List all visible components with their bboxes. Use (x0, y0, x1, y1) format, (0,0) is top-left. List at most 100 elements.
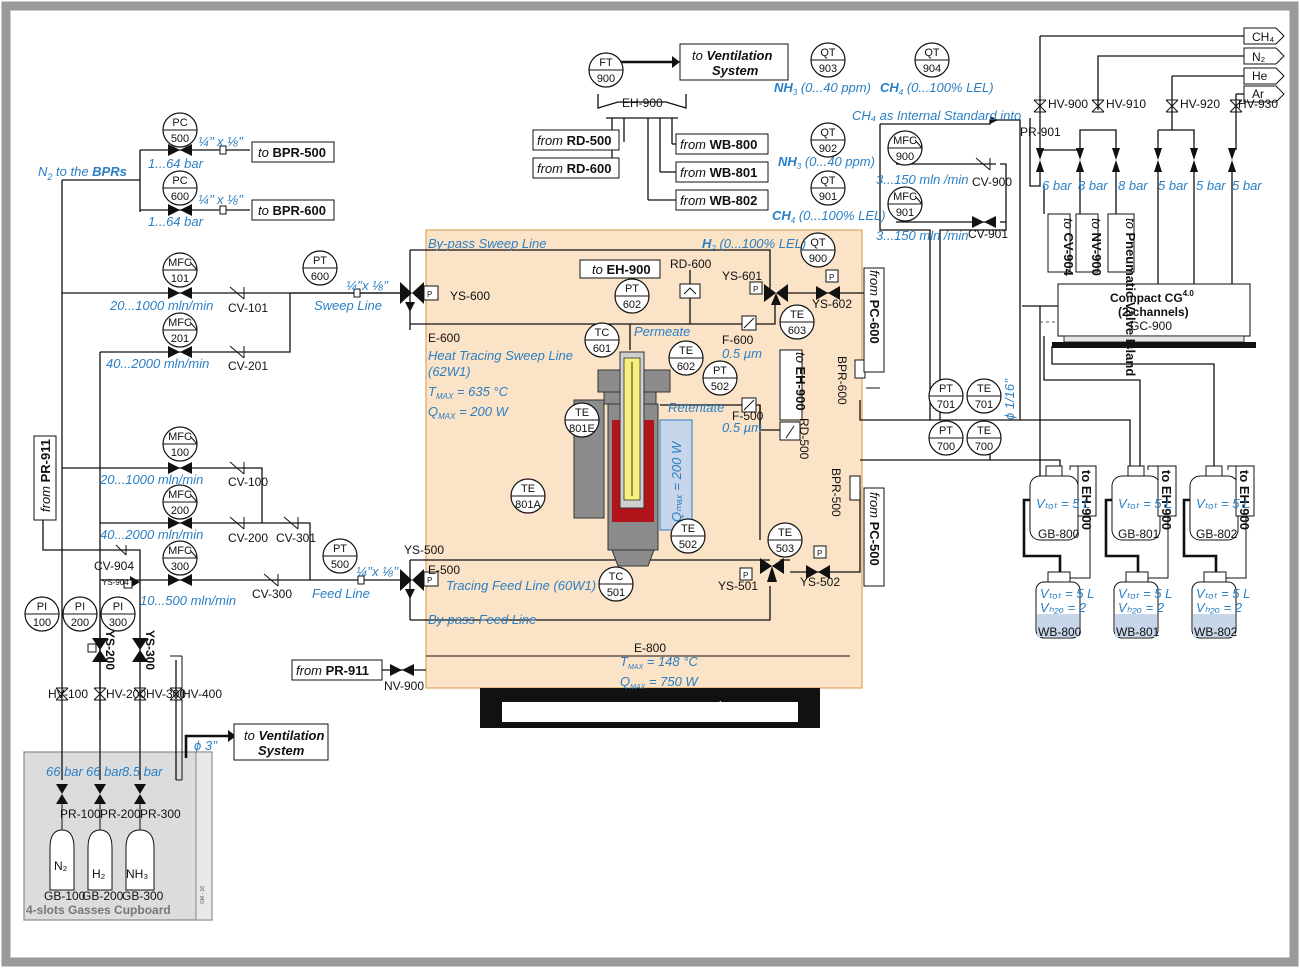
instrument-pi100-number: 100 (33, 617, 51, 629)
vtot-wb802: Vₜₒₜ = 5 L (1196, 586, 1250, 601)
p5bar-b-label: 5 bar (1196, 178, 1226, 193)
instrument-mfc100-number: 100 (171, 447, 189, 459)
from-pr911-vertical: from PR-911 (38, 439, 53, 512)
instrument-pt500-number: 500 (331, 559, 349, 571)
wb801-label: WB-801 (1116, 625, 1160, 639)
instrument-pt500-type: PT (333, 543, 347, 555)
instrument-tc501-number: 501 (607, 587, 625, 599)
bpr600-label: BPR-600 (835, 356, 849, 405)
instrument-qt903-type: QT (820, 47, 836, 59)
eh900-piping (597, 94, 687, 201)
instrument-mfc201-number: 201 (171, 333, 189, 345)
tmax-148: TMAX = 148 °C (620, 654, 698, 671)
check-valves-left (112, 286, 304, 587)
hv910-label: HV-910 (1106, 97, 1146, 111)
instrument-pt602-type: PT (625, 283, 639, 295)
from-rd500: from RD-500 (537, 133, 611, 148)
instrument-mfc900-number: 900 (896, 151, 914, 163)
rd500-label: RD-500 (797, 418, 811, 460)
vh2o-wb800: Vₕ₂ₒ = 2 (1040, 600, 1087, 615)
instrument-qt900-number: 900 (809, 253, 827, 265)
p5bar-a-label: 5 bar (1158, 178, 1188, 193)
instrument-ft900-number: 900 (597, 73, 615, 85)
to-eh900-box: to EH-900 (592, 262, 651, 277)
from-rd600: from RD-600 (537, 161, 611, 176)
instrument-te700-type: TE (977, 425, 991, 437)
gc-title: Compact CG4.0 (1110, 289, 1194, 305)
bottle-n2-label: N₂ (54, 859, 68, 873)
ch4-internal-label: CH₄ as Internal Standard into (852, 108, 1021, 123)
tracing-feed-label: Tracing Feed Line (60W1) (446, 578, 596, 593)
instrument-pt700-number: 700 (937, 441, 955, 453)
instrument-mfc200-type: MFC (168, 489, 192, 501)
gc-900 (1052, 283, 1256, 348)
p-label-ys502: P (817, 549, 822, 558)
retentate-label: Retentate (668, 400, 724, 415)
h2-range: H2 (0...100% LEL) (702, 236, 806, 253)
instrument-tc601-number: 601 (593, 343, 611, 355)
cv904-label: CV-904 (94, 559, 134, 573)
range-pc500: 1...64 bar (148, 156, 204, 171)
p6bar-label: 6 bar (1042, 178, 1072, 193)
cupboard-door (195, 751, 213, 921)
instrument-pt502-number: 502 (711, 381, 729, 393)
cupboard-label: 4-slots Gasses Cupboard (26, 903, 171, 917)
instrument-tc501-type: TC (609, 571, 624, 583)
vent-pipe-bottom (184, 734, 228, 758)
p-label-ys601: P (753, 285, 758, 294)
to-vent-bottom-2: System (258, 743, 305, 758)
instrument-qt901-number: 901 (819, 191, 837, 203)
instrument-te701-type: TE (977, 383, 991, 395)
bpr500-label: BPR-500 (829, 468, 843, 517)
range-mfc200: 40...2000 mln/min (100, 527, 203, 542)
instrument-mfc300-number: 300 (171, 561, 189, 573)
instrument-mfc901-number: 901 (896, 207, 914, 219)
bottle-h2-label: H₂ (92, 867, 106, 881)
ys501-label: YS-501 (718, 579, 758, 593)
to-cv904: to CV-904 (1061, 218, 1076, 277)
to-vent-top-2: System (712, 63, 759, 78)
gas-rack-hand-valves (970, 99, 1243, 171)
instrument-mfc100-type: MFC (168, 431, 192, 443)
sample-bottles (1022, 465, 1247, 639)
vent-pipe-top (618, 60, 672, 76)
instrument-pt700-type: PT (939, 425, 953, 437)
instrument-pt602-number: 602 (623, 299, 641, 311)
fitting-sweep: ¼’’x ⅛’’ (346, 278, 389, 293)
cv300-label: CV-300 (252, 587, 292, 601)
instrument-qt904-number: 904 (923, 63, 941, 75)
gas-he-label: He (1252, 69, 1268, 83)
instrument-pt502-type: PT (713, 365, 727, 377)
to-eh900-gb800: to EH-900 (1079, 470, 1094, 530)
ys601-label: YS-601 (722, 269, 762, 283)
gas-ch4-label: CH₄ (1252, 30, 1274, 44)
hv200-label: HV-200 (106, 687, 146, 701)
stand-mark: A (718, 701, 723, 708)
instrument-texts: PC500PC600MFC101MFC201MFC100MFC200MFC300… (33, 47, 993, 629)
heat-tracing-sweep-label: Heat Tracing Sweep Line (428, 348, 573, 363)
instrument-pi300-type: PI (113, 601, 123, 613)
gb801-label: GB-801 (1118, 527, 1160, 541)
wb802-label: WB-802 (1194, 625, 1238, 639)
cupboard-tag: GM - 16 (200, 886, 206, 904)
pr100-label: PR-100 (60, 807, 101, 821)
instrument-pc500-number: 500 (171, 133, 189, 145)
instrument-te603-number: 603 (788, 325, 806, 337)
fitting-feed: ¼’’x ⅛’’ (356, 564, 399, 579)
instrument-qt902-number: 902 (819, 143, 837, 155)
f600-size: 0.5 µm (722, 346, 762, 361)
qmax-200: QMAX = 200 W (428, 404, 510, 421)
instrument-pc600-type: PC (172, 175, 187, 187)
filters (679, 283, 801, 441)
wb800-label: WB-800 (1038, 625, 1082, 639)
to-vent-bottom-1: to Ventilation (244, 728, 324, 743)
instrument-te502-type: TE (681, 523, 695, 535)
to-pneumatic: to Pneumatic Valve Island (1123, 218, 1138, 376)
p-label-ys500: P (427, 576, 432, 585)
fitting-pc600: ¼’’ x ⅛’’ (198, 192, 244, 207)
vent-arrow-bottom (228, 730, 236, 742)
pr200-label: PR-200 (100, 807, 141, 821)
gc-channels: (2-channels) (1118, 305, 1189, 319)
instrument-pt701-number: 701 (937, 399, 955, 411)
